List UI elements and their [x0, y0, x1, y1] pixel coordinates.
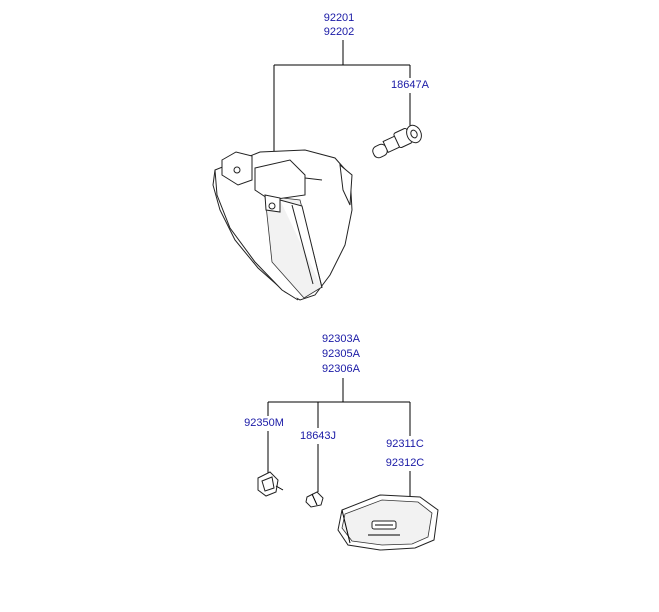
fog-bulb-18647a	[372, 124, 422, 159]
socket-92350m	[257, 471, 284, 497]
fog-lamp-housing	[212, 149, 353, 301]
label-92201[interactable]: 92201	[324, 12, 355, 24]
label-92305a[interactable]: 92305A	[322, 348, 361, 360]
side-repeater-lens	[337, 494, 439, 551]
label-92306a[interactable]: 92306A	[322, 363, 361, 375]
label-92303a[interactable]: 92303A	[322, 333, 361, 345]
label-92350m[interactable]: 92350M	[244, 417, 284, 429]
label-18643j[interactable]: 18643J	[300, 430, 336, 442]
leader-lines-lower	[267, 378, 411, 524]
label-92202[interactable]: 92202	[324, 26, 355, 38]
label-18647a[interactable]: 18647A	[391, 79, 430, 91]
wedge-bulb-18643j	[305, 491, 324, 508]
leader-lines-upper	[273, 40, 411, 160]
label-92311c[interactable]: 92311C	[386, 438, 424, 450]
label-92312c[interactable]: 92312C	[386, 457, 425, 469]
